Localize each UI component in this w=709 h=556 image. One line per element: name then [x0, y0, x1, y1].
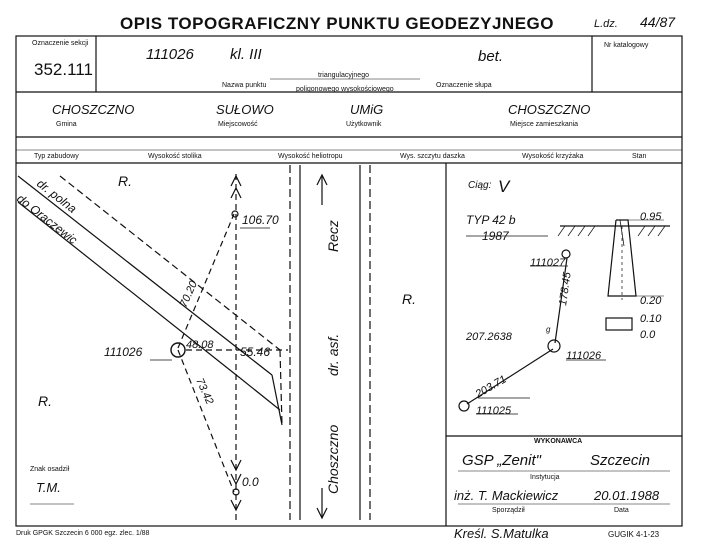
dim-020: 0.20 — [640, 295, 662, 307]
ciag-value: V — [498, 177, 511, 196]
type-line2: poligonowego wysokościowego — [296, 86, 394, 93]
point-111026-label: 111026 — [566, 350, 602, 362]
field-road-edge-1 — [17, 175, 241, 351]
type-line1: triangulacyjnego — [318, 72, 369, 79]
dist-10670: 106.70 — [242, 213, 279, 227]
point-111027-label: 111027 — [530, 257, 566, 269]
form-code: GUGIK 4-1-23 — [608, 530, 660, 539]
label-r-right: R. — [402, 291, 416, 307]
wys-stolika-label: Wysokość stolika — [148, 153, 202, 160]
angle-unit: g — [546, 325, 551, 334]
dist-4808: 48.08 — [186, 339, 214, 351]
miejscowosc-value: SUŁOWO — [216, 102, 274, 117]
oznaczenie-label: Oznaczenie słupa — [436, 82, 492, 89]
point-111027-marker — [561, 249, 571, 259]
road-recz-label: Recz — [325, 220, 341, 252]
point-111026-marker — [547, 339, 561, 353]
wykonawca-label: WYKONAWCA — [534, 438, 583, 445]
point-111025-marker — [458, 400, 470, 412]
center-point-id: 111026 — [104, 345, 143, 359]
instytucja-label: Instytucja — [530, 474, 560, 481]
label-r-top: R. — [118, 173, 132, 189]
wys-krzyzaka-label: Wysokość krzyżaka — [522, 153, 584, 160]
survey-date: 20.01.1988 — [594, 488, 660, 503]
uzytkownik-value: UMiG — [350, 102, 384, 117]
drafter: Kreśl. S.Matulka — [454, 526, 549, 541]
zamieszkanie-label: Miejsce zamieszkania — [510, 121, 579, 128]
main-point-marker — [170, 342, 186, 358]
wys-szczytu-label: Wys. szczytu daszka — [400, 153, 465, 160]
typ-zabudowy-label: Typ zabudowy — [34, 153, 79, 160]
print-info: Druk GPGK Szczecin 6 000 egz. zlec. 1/88 — [16, 530, 150, 537]
field-road-edge-2 — [17, 201, 241, 379]
point-106-marker — [231, 210, 239, 218]
traverse-line-upper — [554, 257, 568, 344]
data-label: Data — [614, 507, 629, 514]
typ-label: TYP 42 b — [466, 213, 516, 227]
field-road-edge-3 — [59, 175, 281, 351]
nr-katalog-label: Nr katalogowy — [604, 42, 649, 49]
point-111025-label: 111025 — [476, 405, 512, 417]
firm-city: Szczecin — [590, 452, 651, 469]
dist-20371: 203.71 — [473, 373, 509, 401]
dim-00: 0.0 — [640, 329, 656, 341]
dist-17845: 178.45 — [557, 271, 574, 307]
stan-label: Stan — [632, 153, 647, 160]
ldz-label: L.dz. — [594, 18, 618, 30]
ldz-value: 44/87 — [640, 14, 676, 30]
znak-value: T.M. — [36, 480, 61, 495]
zamieszkanie-value: CHOSZCZNO — [508, 102, 591, 117]
firm-name: GSP „Zenit" — [462, 452, 541, 469]
ciag-label: Ciąg: — [468, 180, 492, 191]
znak-label: Znak osadził — [30, 466, 70, 473]
sporzadzil-label: Sporządził — [492, 507, 525, 514]
gmina-value: CHOSZCZNO — [52, 102, 135, 117]
point-class: kl. III — [230, 46, 262, 63]
form-title: OPIS TOPOGRAFICZNY PUNKTU GEODEZYJNEGO — [120, 14, 554, 33]
sekcja-value: 352.111 — [34, 60, 93, 79]
gmina-label: Gmina — [56, 121, 77, 128]
wys-heliotropu-label: Wysokość heliotropu — [278, 153, 343, 160]
dim-095: 0.95 — [640, 211, 662, 223]
underground-plate — [605, 317, 633, 331]
pillar-type: bet. — [478, 48, 504, 65]
road-choszczno-label: Choszczno — [325, 425, 341, 494]
nazwa-label: Nazwa punktu — [222, 82, 267, 89]
dist-line-7342 — [177, 349, 235, 493]
point-number: 111026 — [146, 46, 194, 63]
surveyor-name: inż. T. Mackiewicz — [454, 488, 559, 503]
uzytkownik-label: Użytkownik — [346, 121, 382, 128]
miejscowosc-label: Miejscowość — [218, 121, 258, 128]
dim-010: 0.10 — [640, 313, 662, 325]
point-zero-marker — [232, 488, 240, 496]
dist-line-7020 — [177, 213, 235, 349]
dist-5546: 55.46 — [240, 345, 270, 359]
sekcja-label: Oznaczenie sekcji — [32, 40, 89, 47]
label-r-left: R. — [38, 393, 52, 409]
road-asf-label: dr. asf. — [325, 334, 341, 376]
traverse-line-lower — [466, 348, 554, 405]
typ-year: 1987 — [482, 229, 510, 243]
dist-zero: 0.0 — [242, 475, 259, 489]
angle-value: 207.2638 — [465, 331, 513, 343]
